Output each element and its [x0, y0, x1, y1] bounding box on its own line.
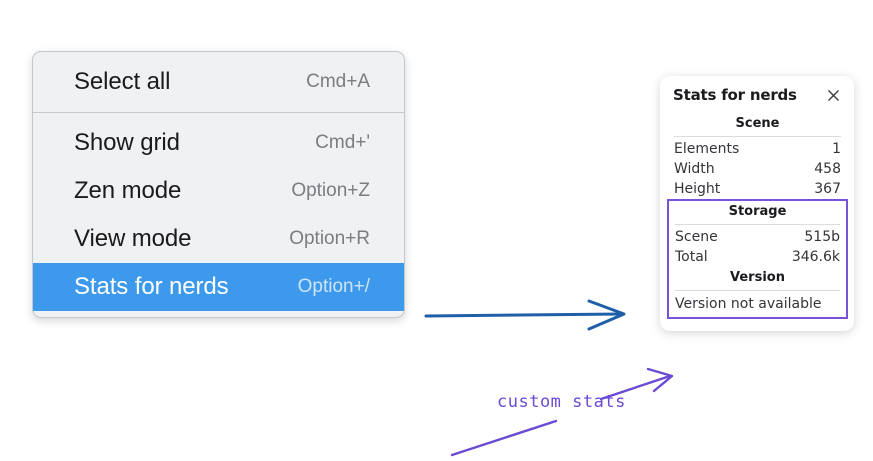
menu-item-shortcut: Option+/: [297, 276, 370, 297]
divider: [675, 224, 840, 225]
scene-section-heading: Scene: [735, 116, 780, 131]
stats-for-nerds-panel: Stats for nerds Scene Elements 1 Width 4…: [660, 76, 854, 331]
panel-title: Stats for nerds: [673, 86, 797, 104]
menu-item-stats-for-nerds[interactable]: Stats for nerds Option+/: [33, 263, 404, 311]
stat-row: Elements 1: [673, 139, 842, 159]
menu-item-zen-mode[interactable]: Zen mode Option+Z: [33, 167, 404, 215]
stat-value: 458: [814, 161, 841, 177]
scene-section: Scene Elements 1 Width 458 Height 367: [673, 113, 842, 199]
version-value: Version not available: [675, 296, 822, 312]
menu-group-2: Show grid Cmd+' Zen mode Option+Z View m…: [33, 112, 404, 317]
menu-item-label: Stats for nerds: [74, 273, 229, 300]
menu-item-select-all[interactable]: Select all Cmd+A: [33, 58, 404, 106]
stat-row: Total 346.6k: [674, 247, 841, 267]
menu-item-shortcut: Cmd+': [315, 132, 370, 153]
note-leader-line: [450, 419, 558, 457]
menu-item-shortcut: Option+Z: [291, 180, 370, 201]
version-section-heading: Version: [730, 270, 785, 285]
version-section: Version Version not available: [674, 267, 841, 313]
menu-item-show-grid[interactable]: Show grid Cmd+': [33, 119, 404, 167]
menu-item-label: View mode: [74, 225, 192, 252]
panel-header: Stats for nerds: [673, 86, 842, 104]
annotation-note-custom-stats: custom stats: [497, 392, 626, 412]
flow-arrow-icon: [424, 299, 626, 331]
stat-label: Elements: [674, 141, 740, 157]
stat-row: Height 367: [673, 179, 842, 199]
custom-stats-highlight-box: Storage Scene 515b Total 346.6k Version …: [667, 199, 848, 319]
context-menu: Select all Cmd+A Show grid Cmd+' Zen mod…: [32, 51, 405, 318]
stat-value: 515b: [804, 229, 840, 245]
stat-value: 1: [832, 141, 841, 157]
stat-label: Height: [674, 181, 721, 197]
menu-item-view-mode[interactable]: View mode Option+R: [33, 215, 404, 263]
stat-label: Total: [675, 249, 708, 265]
close-icon[interactable]: [825, 87, 842, 104]
stat-row: Scene 515b: [674, 227, 841, 247]
divider: [674, 136, 841, 137]
stat-label: Scene: [675, 229, 718, 245]
menu-item-shortcut: Option+R: [289, 228, 370, 249]
divider: [675, 290, 840, 291]
stat-value: 346.6k: [791, 249, 840, 265]
stat-row: Width 458: [673, 159, 842, 179]
menu-item-shortcut: Cmd+A: [306, 71, 370, 92]
stat-value: 367: [814, 181, 841, 197]
stat-label: Width: [674, 161, 715, 177]
menu-group-1: Select all Cmd+A: [33, 52, 404, 112]
storage-section: Storage Scene 515b Total 346.6k: [674, 201, 841, 267]
storage-section-heading: Storage: [728, 204, 787, 219]
menu-item-label: Select all: [74, 68, 171, 95]
menu-item-label: Show grid: [74, 129, 180, 156]
menu-item-label: Zen mode: [74, 177, 182, 204]
